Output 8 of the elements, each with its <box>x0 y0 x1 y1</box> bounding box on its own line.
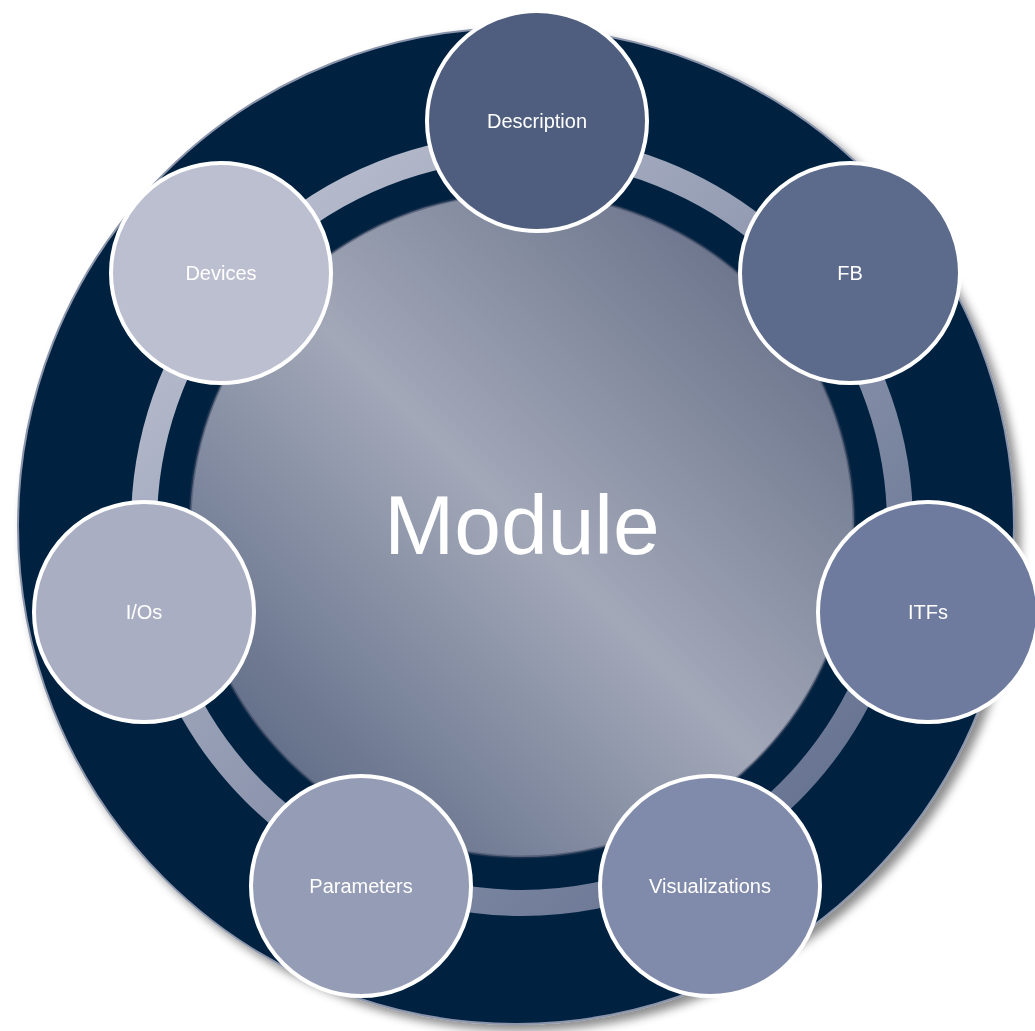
node-label: ITFs <box>908 600 948 624</box>
node-label: I/Os <box>125 600 163 624</box>
node-label: Parameters <box>309 874 413 898</box>
node-label: Description <box>486 109 587 133</box>
node-label: Devices <box>185 261 257 285</box>
node-label: FB <box>837 261 863 285</box>
node-label: Visualizations <box>649 874 771 898</box>
title-text: Module <box>384 476 660 574</box>
